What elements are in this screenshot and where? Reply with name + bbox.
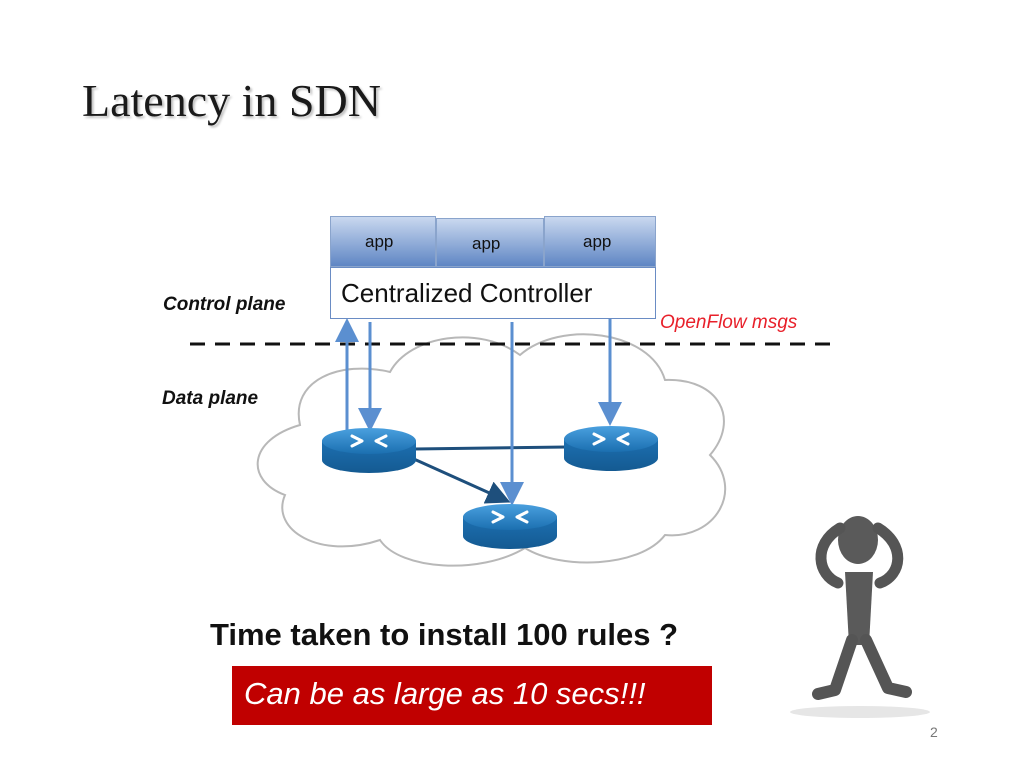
router-icon [564, 426, 658, 471]
slide-title: Latency in SDN [82, 75, 381, 126]
app-label-2: app [472, 234, 501, 253]
question-text: Time taken to install 100 rules ? [210, 617, 679, 652]
answer-text: Can be as large as 10 secs!!! [244, 676, 646, 711]
app-box-3 [544, 216, 656, 267]
page-number: 2 [930, 724, 938, 740]
link-r1-r3 [404, 453, 511, 504]
app-label-1: app [365, 232, 394, 251]
stressed-figure-icon [790, 516, 930, 718]
controller-box [330, 267, 656, 319]
app-box-2 [436, 218, 544, 267]
app-box-1 [330, 216, 436, 267]
cloud-icon [256, 333, 727, 567]
answer-box [232, 666, 712, 725]
router-icon [463, 504, 557, 549]
data-plane-label: Data plane [162, 388, 259, 409]
app-label-3: app [583, 232, 612, 251]
control-plane-label: Control plane [163, 294, 286, 315]
openflow-msgs-label: OpenFlow msgs [660, 312, 798, 333]
router-icon [322, 428, 416, 473]
controller-label: Centralized Controller [341, 278, 593, 308]
link-r1-r2 [414, 445, 568, 451]
